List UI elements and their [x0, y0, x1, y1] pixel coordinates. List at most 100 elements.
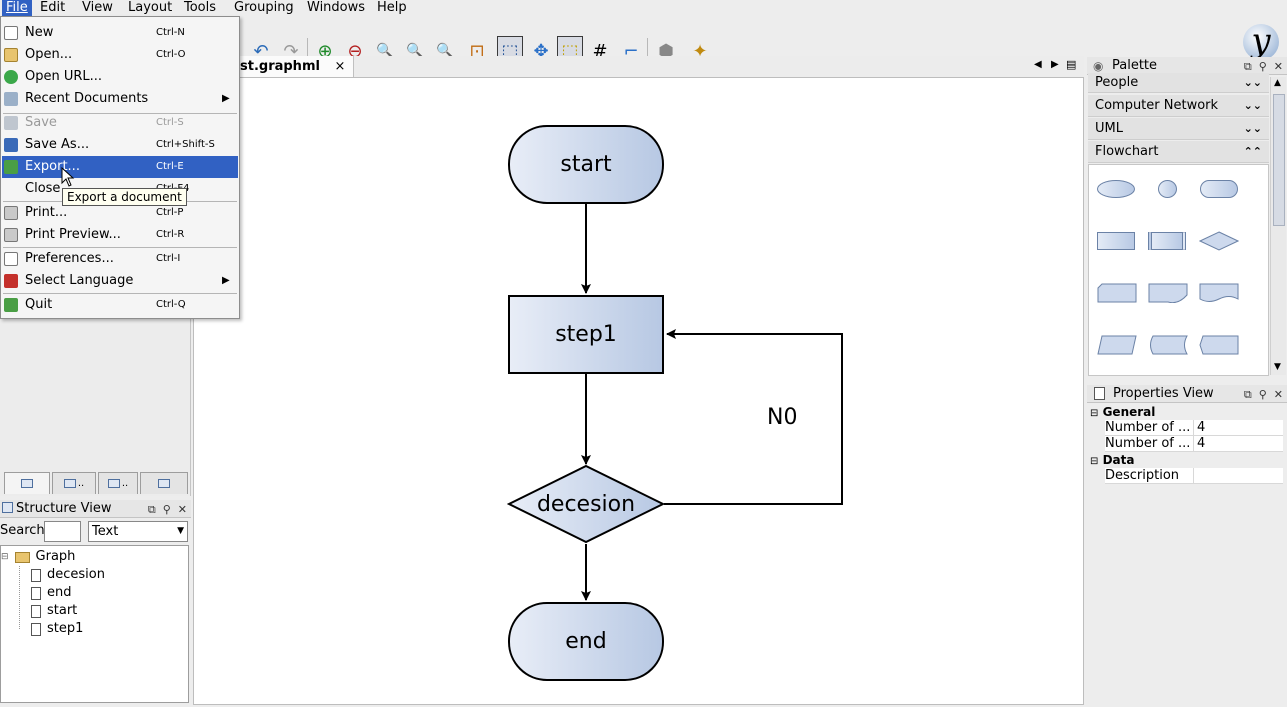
- tree-item[interactable]: step1: [31, 620, 83, 638]
- palette-section-network[interactable]: Computer Network⌄⌄: [1088, 95, 1269, 117]
- close-icon[interactable]: ✕: [177, 502, 187, 516]
- open-icon: [4, 48, 18, 62]
- prop-value-cell[interactable]: 4: [1193, 436, 1283, 452]
- search-input[interactable]: [44, 521, 81, 542]
- menu-item-open[interactable]: Open...Ctrl-O: [2, 44, 238, 66]
- collapse-icon[interactable]: ⊟: [1090, 408, 1099, 419]
- palette-section-flowchart[interactable]: Flowchart⌃⌃: [1088, 141, 1269, 163]
- menu-separator: [3, 247, 237, 248]
- tree-item[interactable]: decesion: [31, 566, 105, 584]
- menu-item-preferences[interactable]: Preferences...Ctrl-I: [2, 248, 238, 270]
- prop-value-cell[interactable]: 4: [1193, 420, 1283, 436]
- expand-icon: ⌄⌄: [1243, 99, 1262, 112]
- edge-label[interactable]: N0: [767, 405, 798, 430]
- menu-file[interactable]: File: [2, 0, 32, 16]
- document-tab[interactable]: st.graphml ×: [228, 56, 355, 77]
- panel-icon: [158, 479, 170, 488]
- tab-scroll-right-icon[interactable]: ▶: [1051, 59, 1059, 70]
- node-start[interactable]: start: [508, 125, 664, 204]
- tab-scroll-left-icon[interactable]: ◀: [1034, 59, 1042, 70]
- tree-item[interactable]: end: [31, 584, 72, 602]
- graph-canvas[interactable]: start step1 decesion end N0: [193, 77, 1084, 705]
- structure-tree: ⊟ Graph decesion end start step1: [0, 545, 189, 703]
- shape-document[interactable]: [1199, 283, 1239, 303]
- zoom-original-icon[interactable]: 🔍: [376, 43, 394, 59]
- preferences-icon: [4, 252, 18, 266]
- float-icon[interactable]: ⧉: [1243, 59, 1252, 73]
- palette-scrollbar[interactable]: ▲ ▼: [1270, 77, 1286, 375]
- group-general[interactable]: ⊟ General: [1090, 405, 1156, 419]
- collapse-icon: ⌃⌃: [1243, 145, 1262, 158]
- tab-overview[interactable]: [4, 472, 50, 494]
- shape-stored-data[interactable]: [1148, 335, 1188, 355]
- tab-list-icon[interactable]: ▤: [1066, 58, 1077, 71]
- float-icon[interactable]: ⧉: [147, 502, 156, 516]
- menu-item-print[interactable]: Print...Ctrl-P: [2, 202, 238, 224]
- shape-predefined-process[interactable]: [1148, 232, 1186, 250]
- collapse-icon[interactable]: ⊟: [1090, 456, 1099, 467]
- edge-decesion-step1[interactable]: [664, 329, 843, 505]
- scroll-up-icon[interactable]: ▲: [1274, 78, 1281, 88]
- menu-item-export[interactable]: Export...Ctrl-E: [2, 156, 238, 178]
- prop-value-cell[interactable]: [1193, 468, 1283, 484]
- node-step1[interactable]: step1: [508, 295, 664, 374]
- shape-card[interactable]: [1097, 283, 1137, 303]
- shape-decision[interactable]: [1199, 231, 1239, 251]
- shape-process[interactable]: [1097, 232, 1135, 250]
- scroll-down-icon[interactable]: ▼: [1274, 362, 1281, 372]
- expander-icon[interactable]: ⊟: [1, 552, 9, 562]
- menu-windows[interactable]: Windows: [307, 0, 366, 15]
- shape-data[interactable]: [1097, 335, 1137, 355]
- menu-item-select-language[interactable]: Select Language▶: [2, 270, 238, 292]
- menu-item-recent-documents[interactable]: Recent Documents▶: [2, 88, 238, 110]
- shape-circle[interactable]: [1158, 180, 1177, 198]
- properties-icon: [1094, 387, 1105, 400]
- palette-section-people[interactable]: People⌄⌄: [1088, 73, 1269, 93]
- close-tab-icon[interactable]: ×: [334, 59, 346, 74]
- save-as-icon: [4, 138, 18, 152]
- tab-panel-3[interactable]: ..: [98, 472, 138, 494]
- pin-icon[interactable]: ⚲: [1258, 59, 1267, 73]
- tab-panel-4[interactable]: [140, 472, 188, 494]
- submenu-arrow-icon: ▶: [222, 275, 230, 286]
- close-icon[interactable]: ✕: [1273, 59, 1283, 73]
- menu-item-open-url[interactable]: Open URL...: [2, 66, 238, 88]
- node-end[interactable]: end: [508, 602, 664, 681]
- menu-layout[interactable]: Layout: [128, 0, 173, 15]
- pin-icon[interactable]: ⚲: [162, 502, 171, 516]
- menu-tools[interactable]: Tools: [184, 0, 217, 15]
- menu-item-print-preview[interactable]: Print Preview...Ctrl-R: [2, 224, 238, 246]
- search-filter-select[interactable]: Text ▼: [88, 521, 188, 542]
- menu-help[interactable]: Help: [377, 0, 407, 15]
- zoom-selection-icon[interactable]: 🔍: [406, 43, 424, 59]
- shape-display[interactable]: [1148, 283, 1188, 303]
- menu-grouping[interactable]: Grouping: [234, 0, 294, 15]
- node-decesion-shape[interactable]: [507, 464, 665, 544]
- properties-panel: Properties View ⧉ ⚲ ✕ ⊟ General Number o…: [1087, 385, 1287, 707]
- menu-view[interactable]: View: [82, 0, 113, 15]
- svg-text:y: y: [1249, 21, 1271, 61]
- shape-ellipse[interactable]: [1097, 180, 1135, 198]
- shape-terminator[interactable]: [1200, 180, 1238, 198]
- shape-internal-storage[interactable]: [1199, 335, 1239, 355]
- tree-item[interactable]: start: [31, 602, 77, 620]
- mouse-cursor-icon: [61, 167, 75, 187]
- menu-edit[interactable]: Edit: [40, 0, 66, 15]
- group-data[interactable]: ⊟ Data: [1090, 453, 1135, 467]
- zoom-area-icon[interactable]: 🔍: [436, 43, 454, 59]
- properties-header: Properties View ⧉ ⚲ ✕: [1087, 385, 1287, 403]
- float-icon[interactable]: ⧉: [1243, 387, 1252, 401]
- close-icon[interactable]: ✕: [1273, 387, 1283, 401]
- tab-panel-2[interactable]: ..: [52, 472, 96, 494]
- search-label: Search: [0, 523, 45, 538]
- scroll-thumb[interactable]: [1273, 94, 1285, 226]
- document-tab-title: st.graphml: [240, 59, 320, 74]
- submenu-arrow-icon: ▶: [222, 93, 230, 104]
- tree-root[interactable]: ⊟ Graph: [1, 548, 75, 566]
- menu-item-save-as[interactable]: Save As...Ctrl+Shift-S: [2, 134, 238, 156]
- pin-icon[interactable]: ⚲: [1258, 387, 1267, 401]
- palette-section-uml[interactable]: UML⌄⌄: [1088, 118, 1269, 140]
